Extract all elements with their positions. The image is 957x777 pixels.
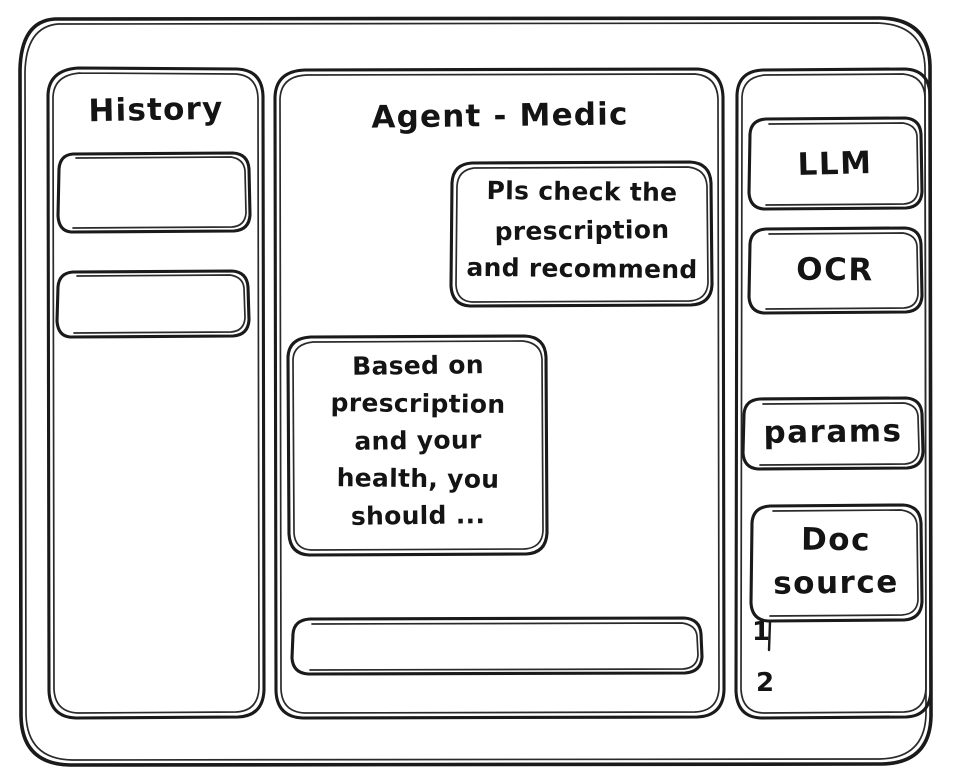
doc-source-label[interactable]: Doc source <box>751 521 921 602</box>
llm-button-label[interactable]: LLM <box>797 144 873 184</box>
user-message-line-1: Pls check the <box>486 176 678 207</box>
agent-message-text: Based on prescription and your health, y… <box>289 348 547 533</box>
user-message-line-3: and recommend <box>466 252 698 285</box>
agent-message-line-5: should ... <box>350 500 486 531</box>
doc-source-list-marks <box>767 620 772 652</box>
agent-message-bubble-outline <box>286 334 549 557</box>
main-panel-outline <box>273 67 726 720</box>
doc-source-line-2: source <box>773 563 899 602</box>
agent-message-line-2: prescription <box>330 387 506 419</box>
agent-message-line-4: health, you <box>336 462 500 494</box>
doc-source-list-item-2[interactable]: 2 <box>756 668 775 698</box>
agent-message-line-3: and your <box>354 425 482 456</box>
llm-button-outline[interactable] <box>747 116 924 211</box>
agent-message-line-1: Based on <box>351 350 485 381</box>
doc-source-line-1: Doc <box>800 521 872 559</box>
history-item-2-outline[interactable] <box>55 269 251 339</box>
ocr-button-outline[interactable] <box>747 226 924 315</box>
user-message-text: Pls check the prescription and recommend <box>452 172 712 286</box>
history-item-1-outline[interactable] <box>56 151 252 234</box>
user-message-bubble-outline <box>449 160 714 308</box>
window-frame <box>18 16 933 767</box>
doc-source-box-outline[interactable] <box>749 503 924 623</box>
params-button-label[interactable]: params <box>763 413 903 451</box>
ocr-button-label[interactable]: OCR <box>796 251 874 289</box>
composer-input-outline[interactable] <box>290 616 704 676</box>
doc-source-list-item-1[interactable]: 1 <box>752 617 771 647</box>
history-panel-title: History <box>88 90 224 130</box>
history-panel-outline <box>46 66 266 720</box>
params-button-outline[interactable] <box>741 396 925 471</box>
tools-panel-outline <box>734 67 933 720</box>
user-message-line-2: prescription <box>494 214 670 246</box>
main-panel-title: Agent - Medic <box>371 96 629 136</box>
